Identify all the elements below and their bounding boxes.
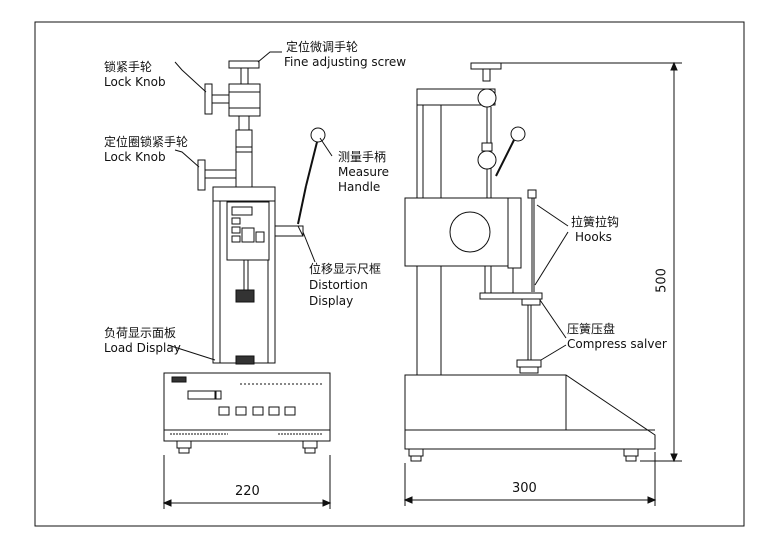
fine-adjust-label-cn: 定位微调手轮: [286, 40, 359, 54]
dimension-side-width: [403, 452, 657, 506]
panel-button-1: [218, 406, 230, 416]
side-base: [404, 374, 656, 450]
side-dial: [449, 211, 491, 253]
lock-knob-upper: [204, 83, 213, 115]
front-base: [163, 372, 331, 442]
lock-knob-label-en: Lock Knob: [104, 75, 166, 89]
front-foot-left: [176, 440, 192, 449]
dimension-height-value: 500: [654, 268, 670, 293]
load-display-screen: [187, 390, 216, 400]
panel-button-2: [235, 406, 247, 416]
top-head: [228, 83, 261, 117]
hooks-label-en: Hooks: [575, 230, 612, 244]
side-foot-right: [623, 448, 639, 457]
side-view: [404, 62, 656, 462]
hooks-label-cn: 拉簧拉钩: [571, 215, 620, 229]
front-view: [163, 60, 331, 454]
dimension-height: [501, 61, 682, 463]
lock-knob-lower: [197, 159, 206, 191]
side-foot-left: [408, 448, 424, 457]
compress-label-cn: 压簧压盘: [567, 322, 616, 336]
distortion-label-en-1: Distortion: [309, 278, 368, 292]
pos-lock-knob-label-cn: 定位圈锁紧手轮: [104, 135, 189, 149]
measure-handle-label-en-2: Handle: [338, 180, 381, 194]
panel-button-3: [252, 406, 264, 416]
measure-handle-label-en-1: Measure: [338, 165, 389, 179]
fine-adjust-label-en: Fine adjusting screw: [284, 55, 407, 69]
front-column: [235, 129, 253, 188]
load-display-label-cn: 负荷显示面板: [104, 326, 177, 340]
dimension-side-value: 300: [512, 481, 537, 496]
pos-lock-knob-label-en: Lock Knob: [104, 150, 166, 164]
distortion-label-cn: 位移显示尺框: [309, 262, 382, 276]
leader-lines: [167, 51, 569, 361]
hook-platform: [479, 292, 543, 300]
hook-top: [527, 189, 537, 199]
panel-button-4: [268, 406, 280, 416]
lock-knob-label-cn: 锁紧手轮: [104, 60, 153, 74]
side-measure-ball: [510, 126, 526, 142]
fine-adjust-wheel: [228, 60, 260, 69]
dimension-front-value: 220: [235, 484, 260, 499]
compress-salver: [516, 359, 542, 368]
distortion-label-en-2: Display: [309, 294, 354, 308]
panel-button-5: [284, 406, 296, 416]
compress-label-en: Compress salver: [567, 337, 667, 351]
measure-handle-ball: [310, 127, 326, 143]
front-foot-right: [302, 440, 318, 449]
measure-handle-label-cn: 测量手柄: [338, 150, 387, 164]
dimension-front-width: [162, 455, 332, 509]
side-top-wheel: [470, 62, 502, 70]
drawing-border: [34, 21, 745, 527]
load-display-label-en: Load Display: [104, 341, 181, 355]
